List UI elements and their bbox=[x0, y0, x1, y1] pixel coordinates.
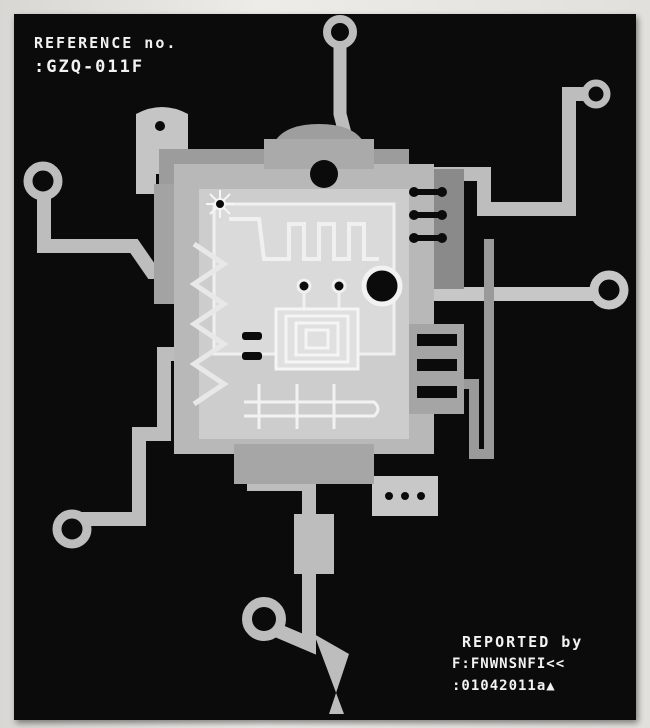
bottom-dot-holes bbox=[385, 492, 425, 500]
lightning-leg bbox=[314, 634, 349, 714]
top-dome-hole bbox=[310, 160, 338, 188]
left-arm-lower-ring bbox=[52, 509, 92, 549]
slot-windows-left bbox=[242, 332, 262, 360]
spark-core bbox=[214, 198, 226, 210]
bottom-leg-ring bbox=[242, 597, 286, 641]
right-arm-ring bbox=[581, 79, 611, 109]
bottom-leg-foot bbox=[294, 514, 334, 574]
reported-date: :01042011a▲ bbox=[452, 678, 556, 694]
terminal-dots-right bbox=[409, 187, 447, 243]
reported-label: REPORTED by bbox=[462, 633, 584, 651]
head-handle-hole bbox=[155, 121, 165, 131]
left-arm-lower bbox=[74, 347, 189, 526]
circuit-robot-illustration bbox=[23, 15, 629, 714]
pipe-lattice bbox=[244, 384, 380, 429]
reported-name: F:FNWNSNFI<< bbox=[452, 656, 566, 672]
zigzag-spring bbox=[189, 241, 229, 407]
right-arm-upper bbox=[434, 87, 594, 216]
reference-label: REFERENCE no. bbox=[34, 34, 178, 52]
left-arm-ring bbox=[23, 161, 63, 201]
serpentine-wire bbox=[229, 217, 379, 261]
right-arm-middle-ring bbox=[589, 270, 629, 310]
large-ring bbox=[361, 265, 403, 307]
reference-code: :GZQ-011F bbox=[34, 57, 145, 77]
bottom-connector bbox=[234, 444, 374, 484]
antenna-top-ring bbox=[323, 15, 357, 49]
right-slots bbox=[417, 334, 457, 398]
chip-concentric-squares bbox=[274, 307, 360, 371]
